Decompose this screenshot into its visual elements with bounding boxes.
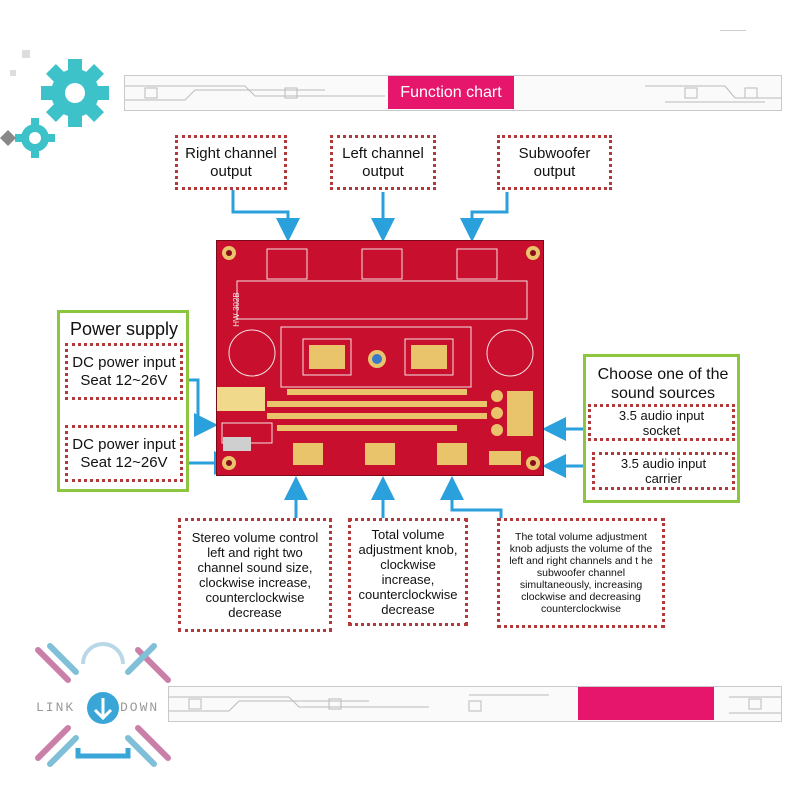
left-channel-output-box: Left channel output bbox=[330, 135, 436, 190]
power-supply-title: Power supply bbox=[70, 319, 179, 339]
arrow-power-1 bbox=[188, 378, 218, 437]
arrow-subwoofer bbox=[460, 192, 509, 242]
corner-mark bbox=[720, 30, 746, 31]
stereo-volume-label: Stereo volume control left and right two… bbox=[191, 530, 319, 620]
audio-input-carrier-box: 3.5 audio input carrier bbox=[592, 452, 735, 490]
board-model-label: HW-302B bbox=[231, 292, 241, 327]
logo-link-text: LINK bbox=[36, 700, 76, 715]
dc-power-input-1-box: DC power input Seat 12~26V bbox=[65, 343, 183, 400]
stereo-volume-box: Stereo volume control left and right two… bbox=[178, 518, 332, 632]
function-chart-title: Function chart bbox=[388, 76, 514, 109]
arrow-right-channel bbox=[231, 190, 300, 242]
dc-power-input-2-label: DC power input Seat 12~26V bbox=[72, 435, 176, 471]
total-volume-label: Total volume adjustment knob, clockwise … bbox=[358, 527, 458, 617]
arrow-sub-knob bbox=[440, 476, 503, 522]
subwoofer-output-label: Subwoofer output bbox=[518, 144, 591, 180]
subwoofer-output-box: Subwoofer output bbox=[497, 135, 612, 190]
right-channel-output-label: Right channel output bbox=[185, 144, 277, 180]
amplifier-board: HW-302B bbox=[216, 240, 544, 476]
gear-logo-icon bbox=[0, 50, 109, 158]
sound-sources-title: Choose one of the sound sources bbox=[597, 366, 729, 402]
bottom-accent-box bbox=[578, 687, 714, 720]
dc-power-input-2-box: DC power input Seat 12~26V bbox=[65, 425, 183, 482]
audio-input-socket-label: 3.5 audio input socket bbox=[618, 407, 705, 438]
subwoofer-knob-box: The total volume adjustment knob adjusts… bbox=[497, 518, 665, 628]
subwoofer-knob-label: The total volume adjustment knob adjusts… bbox=[509, 531, 653, 615]
total-volume-box: Total volume adjustment knob, clockwise … bbox=[348, 518, 468, 626]
audio-input-carrier-label: 3.5 audio input carrier bbox=[620, 456, 707, 486]
logo-down-text: DOWN bbox=[120, 700, 160, 715]
dc-power-input-1-label: DC power input Seat 12~26V bbox=[72, 353, 176, 389]
left-channel-output-label: Left channel output bbox=[342, 144, 424, 180]
audio-input-socket-box: 3.5 audio input socket bbox=[588, 404, 735, 441]
right-channel-output-box: Right channel output bbox=[175, 135, 287, 190]
chain-link-logo-icon bbox=[35, 642, 171, 767]
